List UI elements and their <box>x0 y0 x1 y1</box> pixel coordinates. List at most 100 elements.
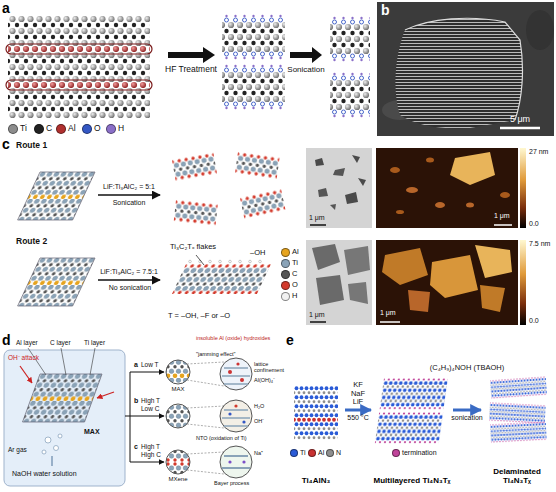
stage-caption: Multilayered Ti₄N₃Tₓ <box>372 476 452 486</box>
illustration-g <box>172 264 271 294</box>
illustration-line <box>224 409 248 411</box>
legend-text: Ti <box>20 124 27 134</box>
text-label: Ti₃C₂Tₓ flakes <box>170 243 216 252</box>
legend-text: O <box>94 124 101 134</box>
legend-text: H <box>292 292 297 301</box>
stage-node: Multilayered Ti₄N₃Tₓ <box>372 365 452 488</box>
illustration-line <box>187 380 224 386</box>
illustration-circle <box>259 260 262 263</box>
text-label: HF Treatment <box>161 65 221 75</box>
text-label: No sonication <box>100 284 160 292</box>
legend-text: O <box>292 281 298 290</box>
mxene-flake <box>330 72 370 118</box>
illustration-line <box>187 452 224 454</box>
illustration-polygon <box>358 178 366 186</box>
text-label: Route 2 <box>16 237 47 247</box>
legend-swatch <box>82 124 92 134</box>
illustration-line <box>187 470 224 474</box>
legend-text: Al <box>68 124 76 134</box>
text-label: Al(OH)₄⁻ <box>254 377 275 383</box>
panel-letter: e <box>286 332 294 348</box>
illustration-polygon <box>318 188 328 197</box>
text-label: 5 μm <box>500 114 540 124</box>
process-arrow <box>290 47 322 63</box>
illustration-circle <box>236 362 239 365</box>
mxene-flake <box>330 16 370 62</box>
legend-swatch <box>8 124 18 134</box>
illustration-rect <box>294 386 338 440</box>
illustration-rect <box>375 378 448 444</box>
text-label: 1 μm <box>494 212 510 220</box>
illustration-polygon <box>312 244 340 270</box>
legend-item: C <box>34 124 52 134</box>
legend-text: termination <box>402 449 437 457</box>
legend-item: N <box>326 449 341 457</box>
illustration-rect <box>490 421 547 443</box>
illustration-g <box>8 16 150 118</box>
text-label: 550 °C <box>344 414 372 422</box>
process-arrow <box>98 279 160 281</box>
legend-text: C <box>46 124 52 134</box>
illustration-ellipse <box>500 192 510 198</box>
illustration-circle <box>219 260 222 263</box>
legend-swatch <box>281 259 290 268</box>
text-label: OH⁻ attack <box>8 354 39 361</box>
text-label: 0.0 <box>529 317 539 325</box>
illustration-line <box>222 417 250 419</box>
legend-swatch <box>326 449 334 457</box>
illustration-ellipse <box>396 210 404 214</box>
edge-label: (C₄H₉)₄NOH (TBAOH) <box>430 364 505 373</box>
reaction-circles <box>166 358 252 478</box>
panel-letter: c <box>2 136 10 152</box>
legend-item: Ti <box>281 259 298 268</box>
illustration-polygon <box>315 158 324 166</box>
illustration-line <box>130 416 164 417</box>
illustration-circle <box>242 460 245 463</box>
illustration-circle <box>234 404 237 407</box>
illustration-g <box>240 189 285 218</box>
legend-item: Al <box>308 449 324 457</box>
illustration-g <box>235 152 280 179</box>
legend-item: Al <box>281 248 299 257</box>
legend-text: Ti <box>292 259 298 268</box>
text-label: 1 μm <box>309 214 325 222</box>
illustration-g <box>174 200 218 225</box>
large-flake <box>172 255 271 294</box>
illustration-line <box>130 372 164 373</box>
illustration-circle <box>220 400 252 432</box>
illustration-rect <box>490 376 547 399</box>
stage-caption: Delaminated Ti₄N₃Tₓ <box>482 467 552 486</box>
text-label: Bayer process <box>214 480 249 486</box>
illustration-g <box>490 376 547 399</box>
sem-image <box>377 2 554 136</box>
text-label: Ar gas <box>8 446 27 453</box>
illustration-polygon <box>316 275 344 305</box>
illustration-line <box>196 255 204 265</box>
legend-item: termination <box>392 449 437 457</box>
illustration-polygon <box>408 290 430 312</box>
illustration-rect <box>240 189 285 218</box>
illustration-line <box>310 321 326 323</box>
multilayer-structure <box>375 378 448 444</box>
text-label: 1 μm <box>380 309 396 317</box>
illustration-rect <box>377 2 554 136</box>
text-label: c <box>134 443 138 451</box>
illustration-circle <box>166 404 190 428</box>
legend-swatch <box>308 449 316 457</box>
illustration-circle <box>58 434 62 438</box>
illustration-circle <box>189 260 192 263</box>
text-label: lattice confinement <box>254 361 284 374</box>
legend-text: H <box>118 124 124 134</box>
text-label: LiF:Ti₃AlC₂ = 7.5:1 <box>90 268 168 276</box>
illustration-ellipse <box>466 203 474 208</box>
illustration-line <box>500 127 540 130</box>
text-label: Sonication <box>286 65 326 74</box>
text-label: High T <box>141 443 160 450</box>
illustration-rect <box>172 153 217 181</box>
illustration-circle <box>45 437 51 443</box>
legend-swatch <box>281 281 290 290</box>
legend-swatch <box>34 124 44 134</box>
illustration-circle <box>240 378 244 382</box>
ti4aln3-structure <box>294 386 338 440</box>
